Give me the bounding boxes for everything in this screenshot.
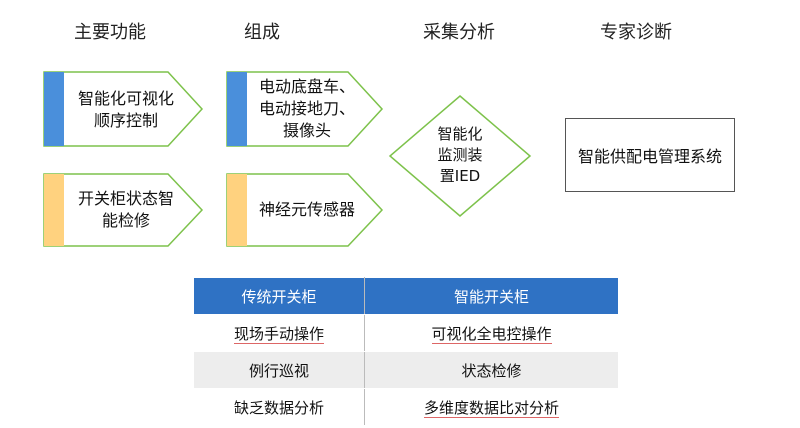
cell-traditional: 缺乏数据分析 bbox=[234, 398, 325, 417]
blue-bar bbox=[44, 72, 64, 146]
cell-smart: 可视化全电控操作 bbox=[431, 324, 552, 344]
blue-bar bbox=[227, 72, 247, 146]
arrow-box-neural bbox=[226, 173, 384, 247]
table-row: 例行巡视 状态检修 bbox=[192, 351, 619, 389]
text-ied: 智能化 监测装 置IED bbox=[437, 125, 483, 185]
header-composition: 组成 bbox=[244, 22, 280, 43]
expert-system-box: 智能供配电管理系统 bbox=[565, 118, 735, 192]
cell-smart: 多维度数据比对分析 bbox=[424, 398, 560, 418]
arrow-box-chassis bbox=[226, 71, 384, 147]
text-neural: 神经元传感器 bbox=[258, 200, 355, 219]
header-expert-diagnosis: 专家诊断 bbox=[600, 22, 672, 43]
table-row: 现场手动操作 可视化全电控操作 bbox=[192, 314, 619, 352]
cell-traditional: 现场手动操作 bbox=[234, 324, 325, 344]
yellow-bar bbox=[227, 174, 247, 246]
table-header-row: 传统开关柜 智能开关柜 bbox=[192, 277, 619, 315]
header-main-function: 主要功能 bbox=[74, 22, 146, 43]
header-collection-analysis: 采集分析 bbox=[423, 22, 495, 43]
table-row: 缺乏数据分析 多维度数据比对分析 bbox=[192, 388, 619, 426]
arrow-box-smart-visual bbox=[43, 71, 204, 147]
text-smart-visual: 智能化可视化 顺序控制 bbox=[77, 89, 174, 130]
text-chassis: 电动底盘车、 电动接地刀、 摄像头 bbox=[258, 77, 355, 140]
expert-system-label: 智能供配电管理系统 bbox=[577, 147, 722, 166]
cell-traditional: 例行巡视 bbox=[249, 361, 310, 380]
arrow-box-switch-status bbox=[43, 173, 204, 247]
cell-smart: 状态检修 bbox=[461, 361, 522, 380]
diamond-ied bbox=[388, 95, 532, 217]
text-switch-status: 开关柜状态智 能检修 bbox=[77, 189, 174, 230]
header-traditional: 传统开关柜 bbox=[192, 277, 366, 315]
yellow-bar bbox=[44, 174, 64, 246]
header-smart: 智能开关柜 bbox=[364, 277, 619, 315]
comparison-table: 传统开关柜 智能开关柜 现场手动操作 可视化全电控操作 例行巡视 状态检修 缺乏… bbox=[192, 277, 619, 426]
